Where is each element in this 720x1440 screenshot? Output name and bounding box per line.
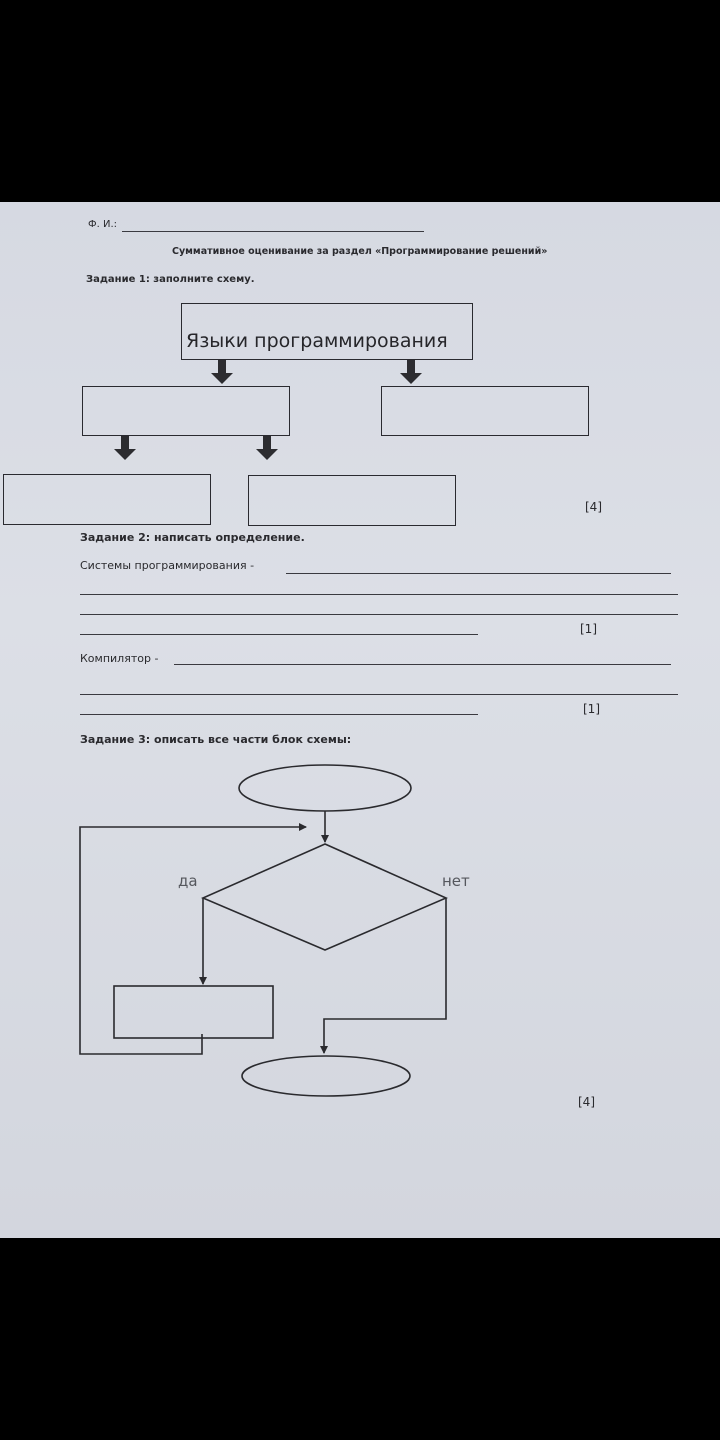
arrow-down-icon <box>256 436 278 460</box>
name-label: Ф. И.: <box>88 219 117 230</box>
task1-heading: Задание 1: заполните схему. <box>86 274 255 285</box>
answer-box-bottom-left[interactable] <box>3 474 211 525</box>
root-box-label: Языки программирования <box>186 330 448 352</box>
answer-line[interactable] <box>80 594 678 595</box>
start-terminator <box>238 764 412 812</box>
term2-score: [1] <box>583 702 600 716</box>
arrow-down-icon <box>114 436 136 460</box>
arrow-down-icon <box>211 360 233 384</box>
answer-line[interactable] <box>80 714 478 715</box>
task2-heading: Задание 2: написать определение. <box>80 531 305 544</box>
page-title: Суммативное оценивание за раздел «Програ… <box>172 246 548 257</box>
name-blank-line <box>122 231 424 232</box>
answer-line[interactable] <box>286 573 671 574</box>
answer-line[interactable] <box>80 634 478 635</box>
answer-line[interactable] <box>80 694 678 695</box>
term2-label: Компилятор - <box>80 652 159 665</box>
task3-score: [4] <box>578 1095 595 1109</box>
no-branch-line <box>320 898 447 1054</box>
term1-score: [1] <box>580 622 597 636</box>
answer-box-left[interactable] <box>82 386 290 436</box>
root-box: Языки программирования <box>181 303 473 360</box>
task1-score: [4] <box>585 500 602 514</box>
answer-box-right[interactable] <box>381 386 589 436</box>
answer-box-bottom-right[interactable] <box>248 475 456 526</box>
worksheet-page: Ф. И.: Суммативное оценивание за раздел … <box>0 202 720 1238</box>
no-label: нет <box>442 872 470 890</box>
answer-line[interactable] <box>80 614 678 615</box>
loop-line <box>79 823 307 1055</box>
task3-heading: Задание 3: описать все части блок схемы: <box>80 733 352 746</box>
flowchart <box>79 764 448 1097</box>
decision-diamond <box>200 843 448 951</box>
process-box <box>113 985 274 1039</box>
yes-label: да <box>178 872 198 890</box>
arrow-down-icon <box>400 360 422 384</box>
term1-label: Системы программирования - <box>80 559 255 572</box>
end-terminator <box>241 1055 411 1097</box>
answer-line[interactable] <box>174 664 671 665</box>
